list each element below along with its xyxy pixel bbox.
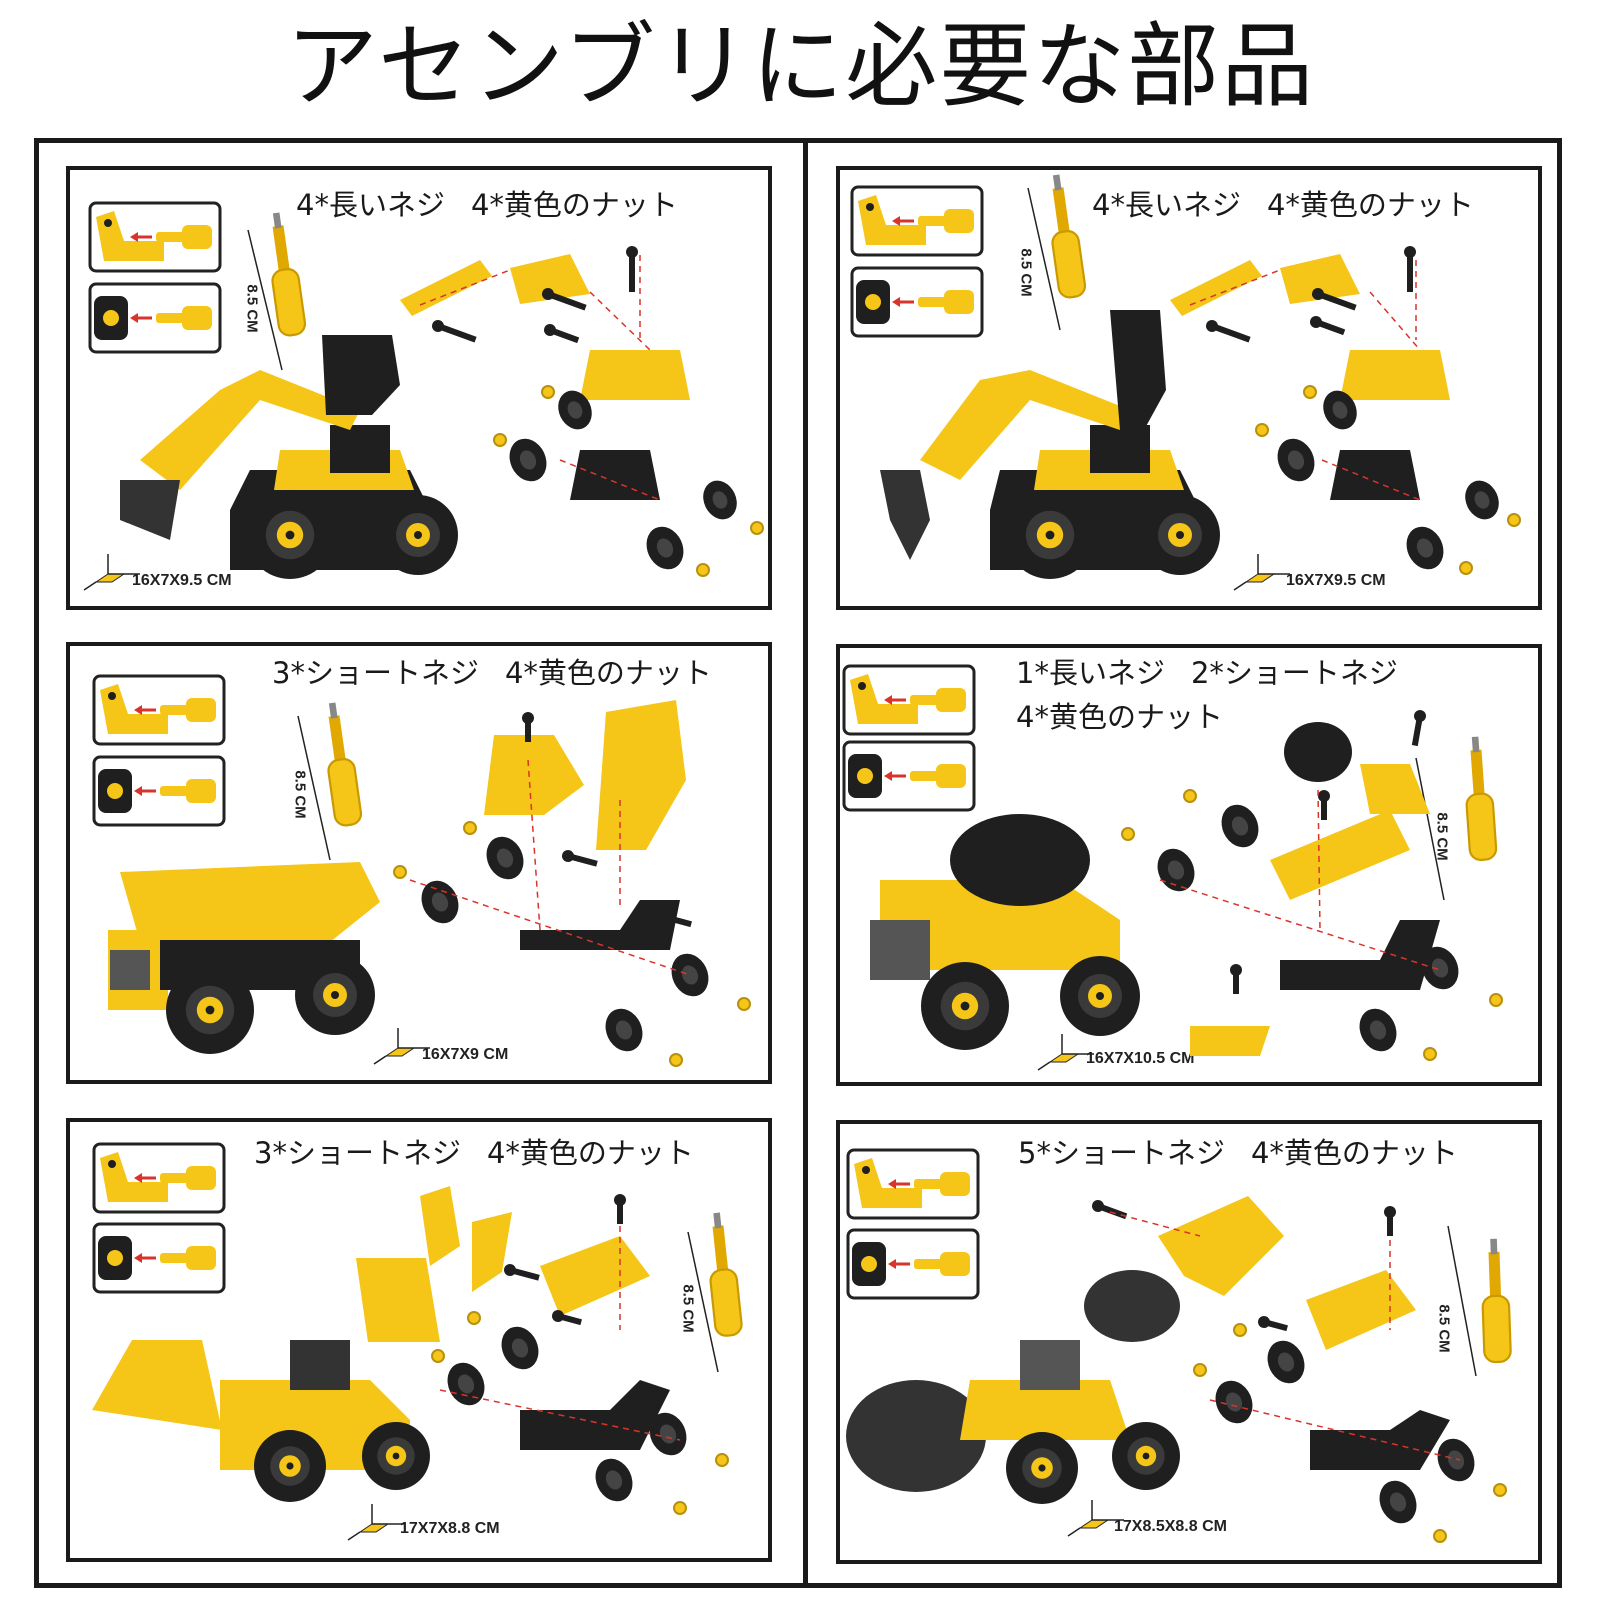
screwdriver-length-label: 8.5 CM [1433,812,1451,861]
parts-label: 3*ショートネジ [272,656,479,690]
parts-caption-2: 4*長いネジ 4*黄色のナット [1092,184,1500,226]
screwdriver-length-label: 8.5 CM [291,770,309,819]
parts-label: 5*ショートネジ [1018,1136,1225,1170]
parts-label: 4*黄色のナット [470,188,678,222]
outer-frame [34,138,1562,1588]
dimensions-label: 16X7X9.5 CM [132,572,232,589]
parts-label: 2*ショートネジ [1190,656,1398,690]
parts-label: 4*長いネジ [1092,188,1241,222]
screwdriver-length-label: 8.5 CM [1017,248,1035,297]
dimensions-label: 17X8.5X8.8 CM [1114,1518,1227,1535]
center-divider [803,138,808,1588]
parts-label: 4*黄色のナット [486,1136,694,1170]
parts-label: 4*黄色のナット [1016,700,1223,734]
parts-label: 4*黄色のナット [1266,188,1474,222]
panel-excavator [66,166,772,610]
panel-loader [66,1118,772,1562]
parts-caption-6: 5*ショートネジ 4*黄色のナット [1018,1132,1484,1174]
screwdriver-length-label: 8.5 CM [1435,1304,1453,1353]
screwdriver-length-label: 8.5 CM [679,1284,697,1333]
dimensions-label: 16X7X10.5 CM [1086,1050,1195,1067]
parts-caption-3: 3*ショートネジ 4*黄色のナット [272,652,738,694]
parts-label: 4*黄色のナット [1250,1136,1458,1170]
panel-dump-truck [66,642,772,1084]
parts-label: 4*長いネジ [296,188,445,222]
page-title: アセンブリに必要な部品 [285,13,1316,120]
dimensions-label: 16X7X9.5 CM [1286,572,1386,589]
screwdriver-length-label: 8.5 CM [243,284,261,333]
parts-caption-4b: 4*黄色のナット [1016,696,1249,738]
parts-caption-1: 4*長いネジ 4*黄色のナット [296,184,704,226]
parts-caption-4: 1*長いネジ 2*ショートネジ [1016,652,1424,694]
dimensions-label: 17X7X8.8 CM [400,1520,500,1537]
parts-label: 3*ショートネジ [254,1136,461,1170]
parts-label: 1*長いネジ [1016,656,1165,690]
dimensions-label: 16X7X9 CM [422,1046,509,1063]
parts-label: 4*黄色のナット [504,656,712,690]
parts-caption-5: 3*ショートネジ 4*黄色のナット [254,1132,720,1174]
panel-jackhammer-excavator [836,166,1542,610]
